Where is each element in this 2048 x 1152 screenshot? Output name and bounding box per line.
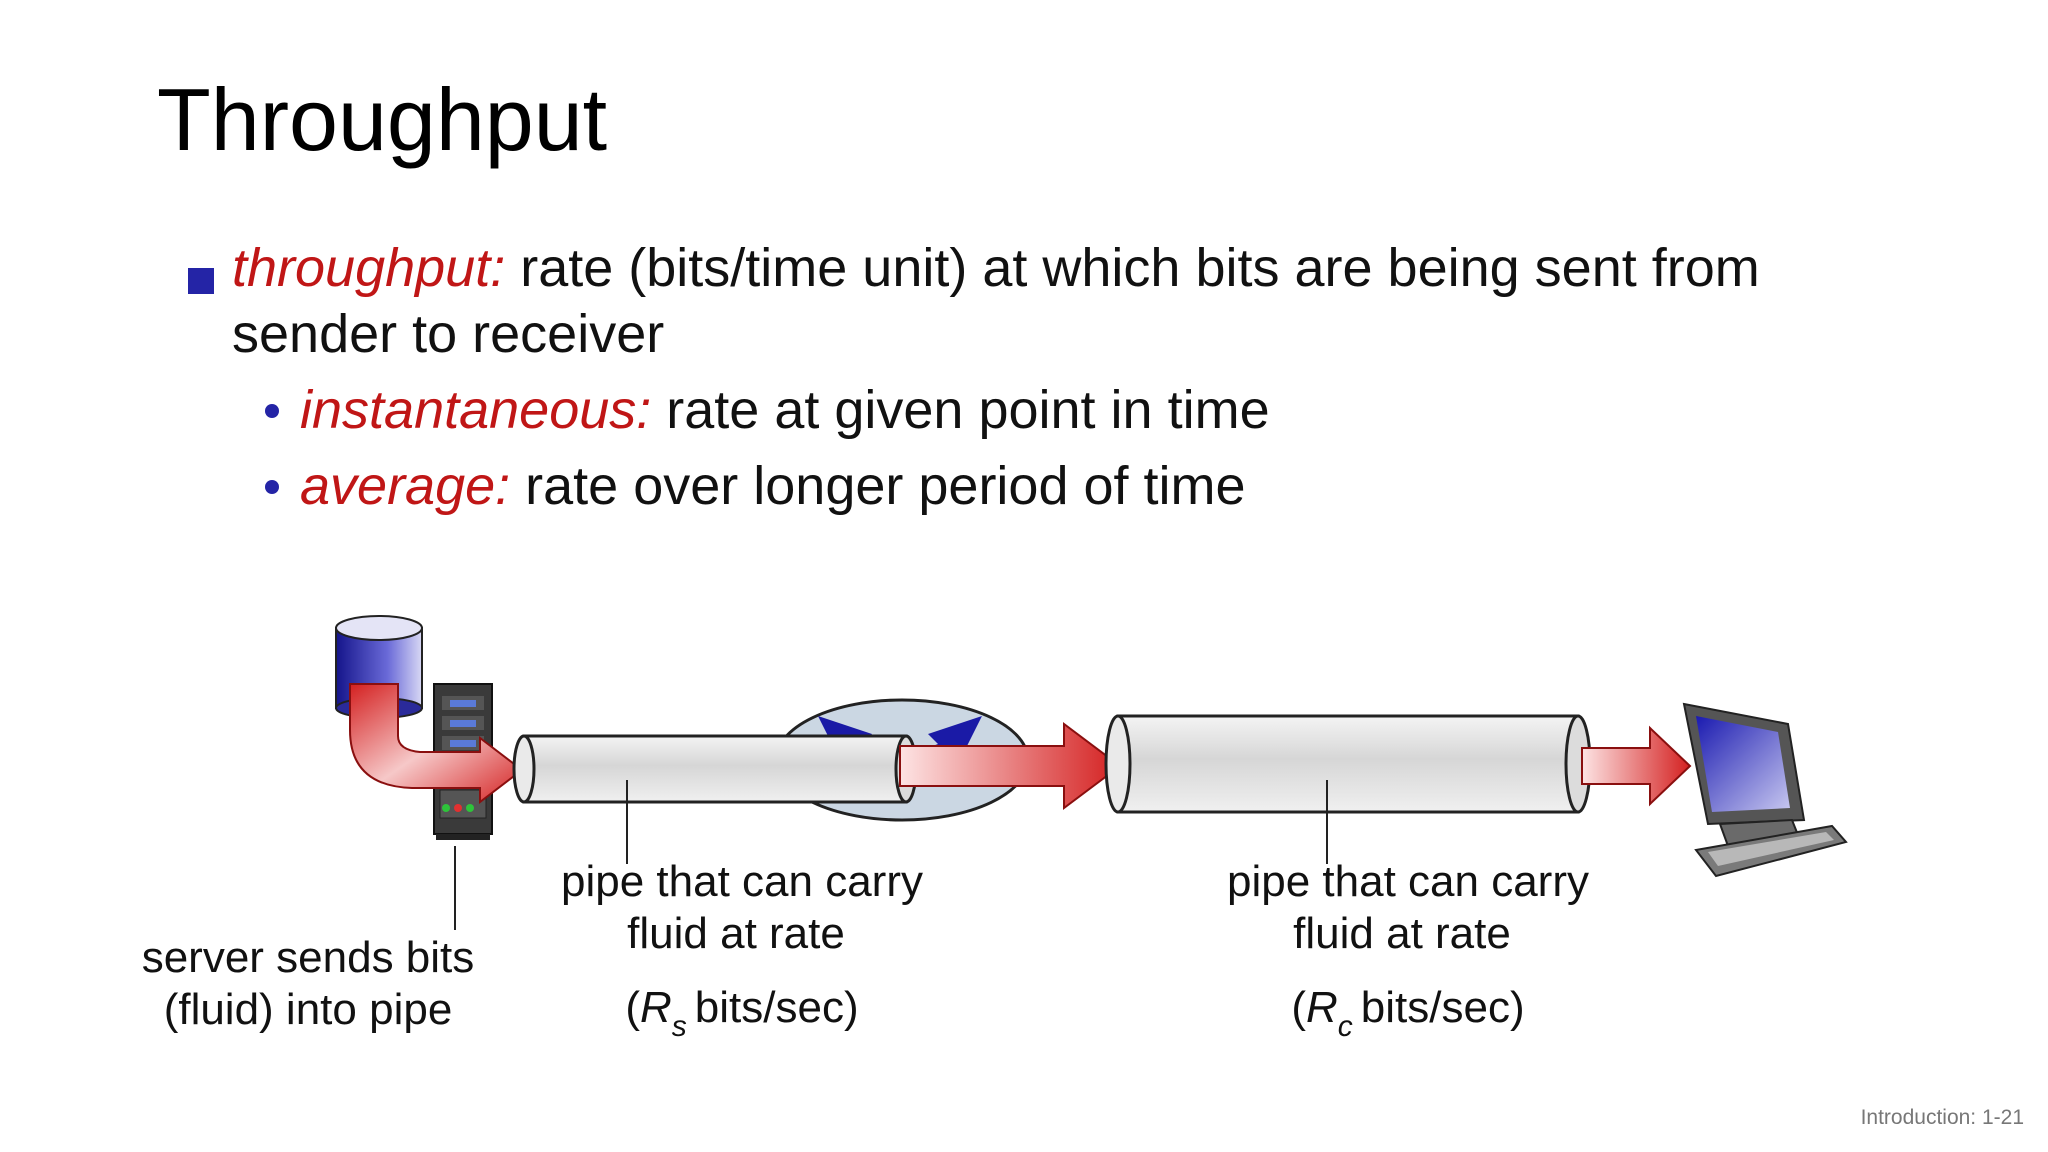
server-label-line-2: (fluid) into pipe bbox=[164, 985, 453, 1034]
term-instantaneous: instantaneous: bbox=[300, 380, 652, 440]
term-throughput: throughput: bbox=[232, 238, 506, 298]
bullet-instantaneous: instantaneous: rate at given point in ti… bbox=[300, 378, 1270, 443]
middle-arrow bbox=[899, 722, 1122, 810]
definition-average: rate over longer period of time bbox=[510, 456, 1246, 516]
server-label-line-1: server sends bits bbox=[142, 933, 475, 982]
pipe-rc-label-line-2: fluid at rate bbox=[1293, 909, 1511, 958]
definition-instantaneous: rate at given point in time bbox=[651, 380, 1270, 440]
pipe-rs-label-line-1: pipe that can carry bbox=[561, 857, 923, 906]
pipe-rc-label-line-1: pipe that can carry bbox=[1227, 857, 1589, 906]
bullet-throughput: throughput: rate (bits/time unit) at whi… bbox=[232, 236, 1882, 368]
bullet-average: average: rate over longer period of time bbox=[300, 454, 1246, 519]
slide-footer: Introduction: 1-21 bbox=[1860, 1106, 2024, 1129]
round-bullet-icon bbox=[265, 404, 279, 418]
desktop-computer-icon bbox=[1682, 702, 1848, 878]
pipe-rs bbox=[512, 734, 918, 804]
pipe-rs-label-line-2: fluid at rate bbox=[627, 909, 845, 958]
square-bullet-icon bbox=[188, 268, 214, 294]
definition-throughput: rate (bits/time unit) at which bits are … bbox=[232, 238, 1760, 364]
outflow-arrow bbox=[1581, 725, 1692, 807]
inflow-arrow bbox=[349, 683, 524, 805]
slide-title: Throughput bbox=[157, 70, 608, 169]
round-bullet-icon bbox=[265, 480, 279, 494]
term-average: average: bbox=[300, 456, 511, 516]
pipe-rc bbox=[1104, 714, 1592, 814]
